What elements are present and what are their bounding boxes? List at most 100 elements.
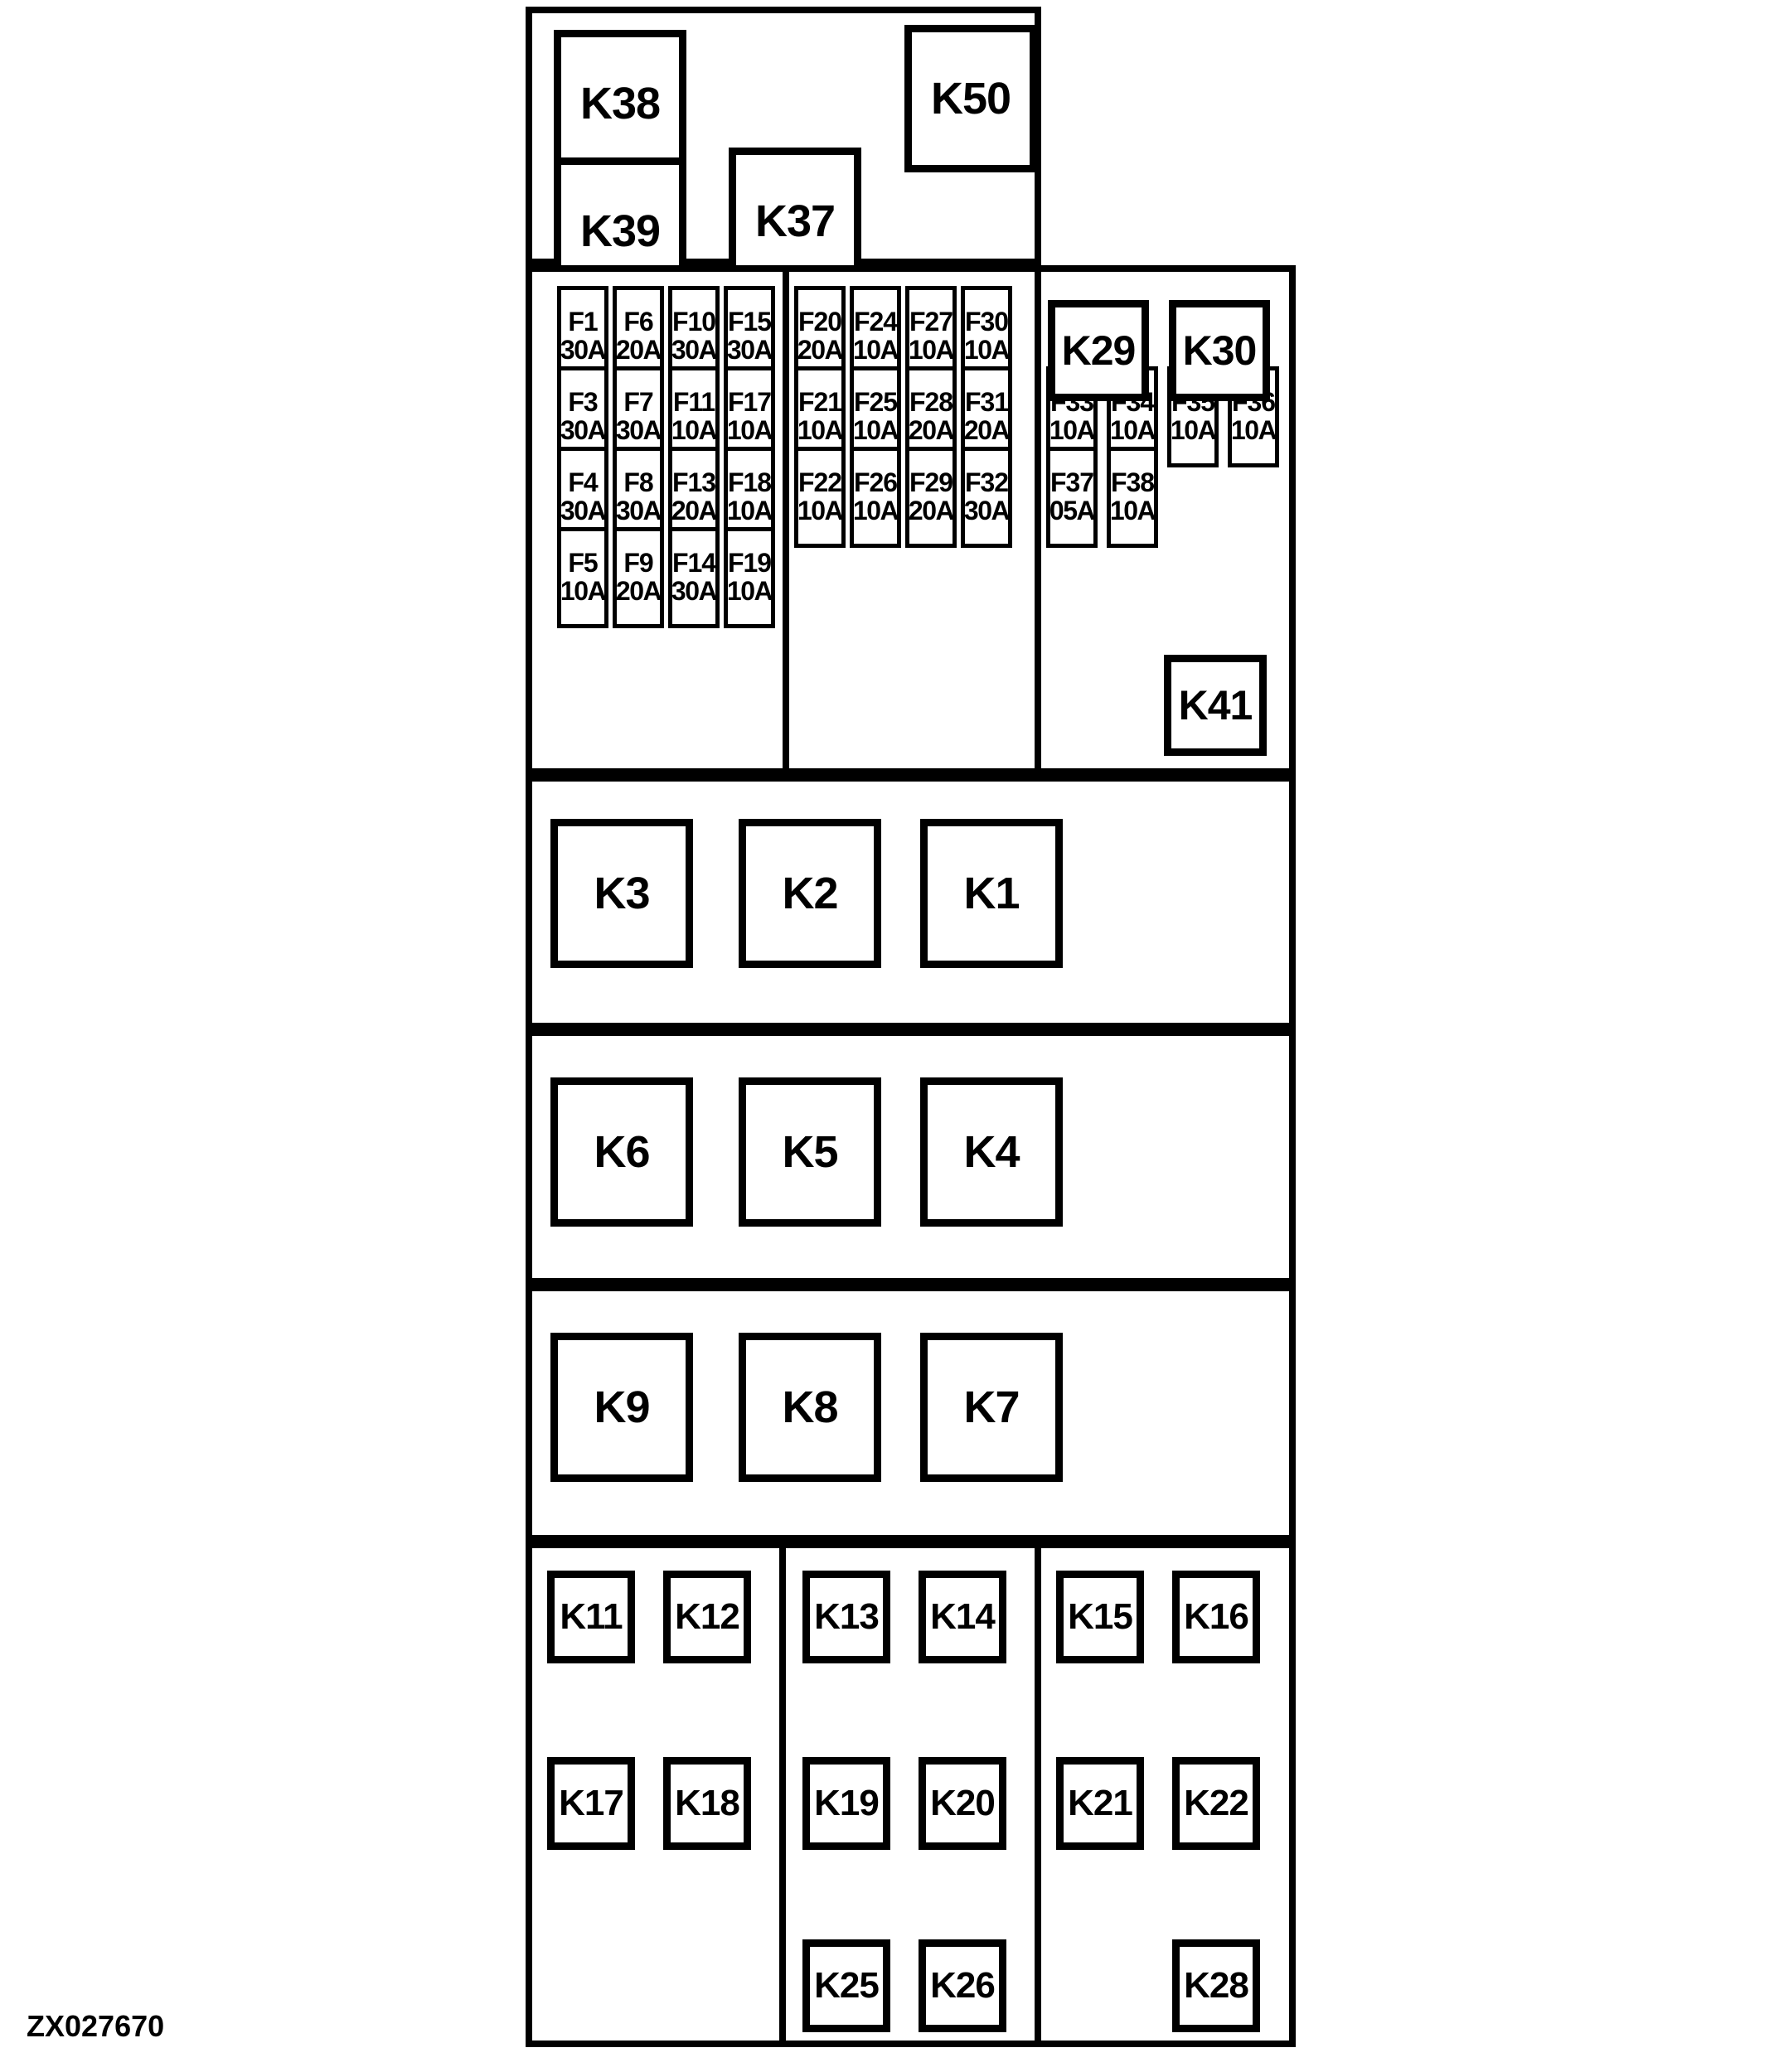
relay-label: K39 xyxy=(579,206,661,256)
relay-label: K4 xyxy=(963,1127,1020,1177)
fuse-amp-label: 10A xyxy=(852,496,899,525)
relay-label: K22 xyxy=(1184,1783,1249,1823)
relay-slot-k5[interactable]: K5 xyxy=(739,1077,881,1227)
fuse-amp-label: 10A xyxy=(852,415,899,445)
relay-slot-k21[interactable]: K21 xyxy=(1056,1757,1144,1850)
relay-label: K6 xyxy=(594,1127,650,1177)
relay-slot-k30[interactable]: K30 xyxy=(1169,300,1270,401)
relay-slot-k3[interactable]: K3 xyxy=(550,819,693,968)
fuse-amp-label: 10A xyxy=(1170,415,1217,445)
relay-slot-k20[interactable]: K20 xyxy=(919,1757,1006,1850)
relay-label: K25 xyxy=(814,1965,880,2006)
relay-slot-k4[interactable]: K4 xyxy=(920,1077,1063,1227)
fuse-id-label: F3 xyxy=(568,387,598,418)
fuse-id-label: F1 xyxy=(568,307,598,337)
fuse-panel-divider-1 xyxy=(783,265,789,775)
relay-slot-k12[interactable]: K12 xyxy=(663,1571,751,1663)
relay-label: K37 xyxy=(754,196,836,246)
relay-slot-k14[interactable]: K14 xyxy=(919,1571,1006,1663)
fuse-amp-label: 10A xyxy=(1109,496,1156,525)
relay-slot-k50[interactable]: K50 xyxy=(904,25,1037,172)
relay-label: K16 xyxy=(1184,1596,1249,1637)
relay-label: K2 xyxy=(782,869,838,918)
relay-label: K9 xyxy=(594,1382,650,1432)
bottom-relay-panel xyxy=(526,1542,1296,2047)
fuse-id-label: F20 xyxy=(797,307,842,337)
relay-slot-k1[interactable]: K1 xyxy=(920,819,1063,968)
relay-label: K26 xyxy=(930,1965,996,2006)
fuse-id-label: F26 xyxy=(853,467,898,498)
relay-label: K7 xyxy=(963,1382,1020,1432)
relay-label: K1 xyxy=(963,869,1020,918)
relay-slot-k17[interactable]: K17 xyxy=(547,1757,635,1850)
fuse-id-label: F4 xyxy=(568,467,598,498)
relay-slot-k15[interactable]: K15 xyxy=(1056,1571,1144,1663)
fuse-amp-label: 30A xyxy=(671,335,718,365)
fuse-amp-label: 10A xyxy=(1230,415,1277,445)
relay-slot-k18[interactable]: K18 xyxy=(663,1757,751,1850)
relay-slot-k19[interactable]: K19 xyxy=(802,1757,890,1850)
fuse-amp-label: 10A xyxy=(671,415,718,445)
relay-label: K28 xyxy=(1184,1965,1249,2006)
relay-label: K50 xyxy=(930,74,1011,123)
relay-label: K14 xyxy=(930,1596,996,1637)
bottom-panel-divider-1 xyxy=(779,1542,786,2047)
relay-slot-k2[interactable]: K2 xyxy=(739,819,881,968)
relay-label: K3 xyxy=(594,869,650,918)
relay-label: K8 xyxy=(782,1382,838,1432)
fuse-id-label: F15 xyxy=(727,307,772,337)
relay-slot-k28[interactable]: K28 xyxy=(1172,1939,1260,2032)
fuse-amp-label: 10A xyxy=(726,496,773,525)
relay-slot-k8[interactable]: K8 xyxy=(739,1333,881,1482)
relay-slot-k29[interactable]: K29 xyxy=(1048,300,1149,401)
fuse-id-label: F19 xyxy=(727,548,772,579)
relay-label: K17 xyxy=(559,1783,624,1823)
relay-label: K30 xyxy=(1182,327,1258,374)
fuse-id-label: F11 xyxy=(672,387,715,418)
fuse-amp-label: 20A xyxy=(908,496,955,525)
fuse-id-label: F24 xyxy=(853,307,898,337)
fuse-id-label: F5 xyxy=(568,548,598,579)
relay-label: K20 xyxy=(930,1783,996,1823)
fuse-amp-label: 10A xyxy=(726,576,773,606)
fuse-id-label: F30 xyxy=(964,307,1009,337)
relay-slot-k22[interactable]: K22 xyxy=(1172,1757,1260,1850)
relay-slot-k38[interactable]: K38 xyxy=(554,30,686,177)
relay-slot-k6[interactable]: K6 xyxy=(550,1077,693,1227)
fuse-amp-label: 10A xyxy=(797,415,844,445)
fuse-amp-label: 30A xyxy=(671,576,718,606)
drawing-reference-id: ZX027670 xyxy=(27,2009,165,2043)
fuse-id-label: F37 xyxy=(1049,467,1094,498)
relay-slot-k25[interactable]: K25 xyxy=(802,1939,890,2032)
fuse-id-label: F9 xyxy=(623,548,653,579)
fuse-amp-label: 30A xyxy=(615,496,662,525)
fuse-amp-label: 10A xyxy=(1109,415,1156,445)
relay-slot-k7[interactable]: K7 xyxy=(920,1333,1063,1482)
relay-slot-k13[interactable]: K13 xyxy=(802,1571,890,1663)
relay-label: K5 xyxy=(782,1127,838,1177)
fuse-amp-label: 20A xyxy=(615,576,662,606)
relay-slot-k16[interactable]: K16 xyxy=(1172,1571,1260,1663)
fuse-amp-label: 10A xyxy=(852,335,899,365)
fuse-id-label: F10 xyxy=(671,307,716,337)
fuse-amp-label: 30A xyxy=(560,335,607,365)
relay-label: K11 xyxy=(560,1596,623,1637)
fuse-amp-label: 10A xyxy=(726,415,773,445)
fuse-id-label: F22 xyxy=(797,467,842,498)
relay-slot-k9[interactable]: K9 xyxy=(550,1333,693,1482)
relay-slot-k41[interactable]: K41 xyxy=(1164,655,1267,756)
relay-slot-k26[interactable]: K26 xyxy=(919,1939,1006,2032)
relay-slot-k11[interactable]: K11 xyxy=(547,1571,635,1663)
fuse-amp-label: 30A xyxy=(615,415,662,445)
fuse-amp-label: 30A xyxy=(726,335,773,365)
